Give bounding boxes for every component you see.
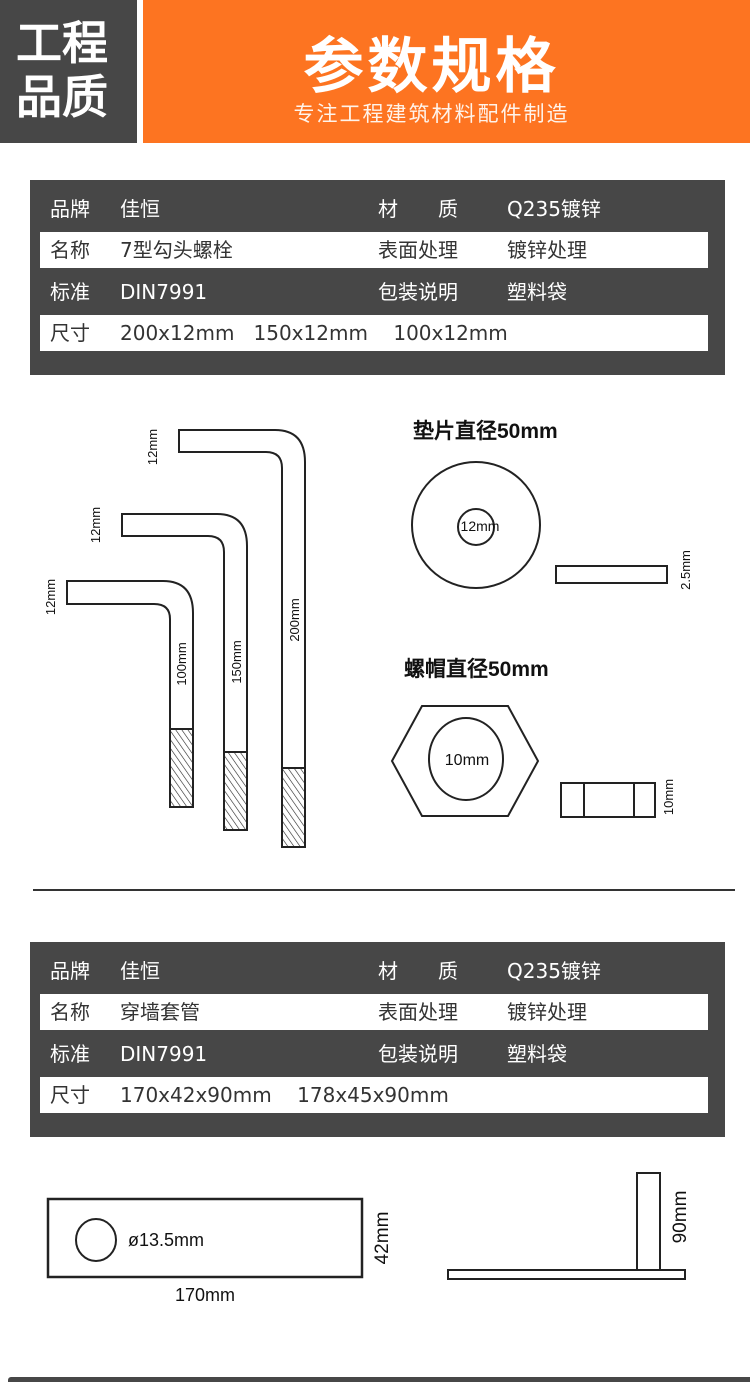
row-label: 包装说明 [378, 1042, 458, 1066]
bolt-150-hook-label: 12mm [88, 507, 103, 543]
row-value: 穿墙套管 [120, 1000, 200, 1024]
spec-table-bolt: 品牌 佳恒 材 质 Q235镀锌 名称 7型勾头螺栓 表面处理 镀锌处理 标准 DIN7991… [30, 180, 725, 375]
row-label: 尺寸 [50, 321, 90, 345]
spec-table-sleeve: 品牌 佳恒 材 质 Q235镀锌 名称 穿墙套管 表面处理 镀锌处理 标准 DIN7991 包装… [30, 942, 725, 1137]
bolt-200-hook-label: 12mm [145, 429, 160, 465]
section-divider [33, 889, 735, 891]
nut-hole [428, 717, 504, 801]
bolt-200-length-label: 200mm [287, 598, 302, 641]
washer-hole [457, 508, 495, 546]
row-label: 名称 [50, 1000, 90, 1024]
row-value: DIN7991 [120, 1042, 208, 1066]
table-row: 尺寸 170x42x90mm 178x45x90mm [40, 1077, 708, 1113]
sleeve-height-label: 42mm [372, 1212, 393, 1265]
table-row: 名称 穿墙套管 表面处理 镀锌处理 [40, 994, 708, 1030]
washer-thickness-label: 2.5mm [678, 550, 693, 590]
row-label: 尺寸 [50, 1083, 90, 1107]
page-subtitle: 专注工程建筑材料配件制造 [293, 102, 570, 126]
row-value: 镀锌处理 [507, 1000, 587, 1024]
table-row: 尺寸 200x12mm 150x12mm 100x12mm [40, 315, 708, 351]
bottom-bar [8, 1377, 750, 1382]
row-label: 品牌 [50, 959, 90, 983]
sleeve-hole-label: ø13.5mm [128, 1230, 204, 1250]
badge-line-1: 工程 [16, 16, 108, 70]
table-row: 标准 DIN7991 包装说明 塑料袋 [40, 1036, 708, 1072]
bolt-100-hook-label: 12mm [43, 579, 58, 615]
page-title: 参数规格 [303, 32, 560, 102]
row-label: 表面处理 [378, 1000, 458, 1024]
row-label: 标准 [50, 1042, 90, 1066]
row-label: 名称 [50, 238, 90, 262]
thread-hatch [281, 767, 306, 848]
nut-thickness-label: 10mm [661, 779, 676, 815]
bolt-100-length-label: 100mm [174, 642, 189, 685]
row-label: 品牌 [50, 197, 90, 221]
row-value: 镀锌处理 [507, 238, 587, 262]
header-banner: 参数规格 专注工程建筑材料配件制造 [143, 0, 750, 143]
row-value: 塑料袋 [507, 1042, 567, 1066]
row-value: DIN7991 [120, 280, 208, 304]
sleeve-vertical-label: 90mm [670, 1191, 691, 1244]
row-label: 材 质 [378, 959, 458, 983]
sleeve-side-base [447, 1269, 686, 1280]
table-row: 标准 DIN7991 包装说明 塑料袋 [40, 274, 708, 310]
thread-hatch [169, 728, 194, 808]
sleeve-hole [75, 1218, 117, 1262]
row-value: 200x12mm 150x12mm 100x12mm [120, 321, 508, 345]
row-label: 表面处理 [378, 238, 458, 262]
quality-badge: 工程 品质 [0, 0, 137, 143]
row-value: 170x42x90mm 178x45x90mm [120, 1083, 449, 1107]
row-value: Q235镀锌 [507, 959, 601, 983]
row-value: 塑料袋 [507, 280, 567, 304]
nut-title: 螺帽直径50mm [404, 657, 549, 681]
row-value: 佳恒 [120, 197, 160, 221]
table-row: 品牌 佳恒 材 质 Q235镀锌 [40, 953, 708, 989]
sleeve-side-tube [636, 1172, 661, 1271]
bolt-150-length-label: 150mm [229, 640, 244, 683]
nut-side [560, 782, 656, 818]
row-value: 佳恒 [120, 959, 160, 983]
washer-title: 垫片直径50mm [413, 419, 558, 443]
nut-hole-label: 10mm [445, 752, 489, 769]
row-label: 包装说明 [378, 280, 458, 304]
row-label: 标准 [50, 280, 90, 304]
table-row: 名称 7型勾头螺栓 表面处理 镀锌处理 [40, 232, 708, 268]
washer-hole-label: 12mm [461, 518, 500, 534]
sleeve-width-label: 170mm [175, 1285, 235, 1305]
badge-line-2: 品质 [16, 70, 108, 124]
washer-side [555, 565, 668, 584]
thread-hatch [223, 751, 248, 831]
row-value: 7型勾头螺栓 [120, 238, 233, 262]
table-row: 品牌 佳恒 材 质 Q235镀锌 [40, 191, 708, 227]
row-label: 材 质 [378, 197, 458, 221]
row-value: Q235镀锌 [507, 197, 601, 221]
